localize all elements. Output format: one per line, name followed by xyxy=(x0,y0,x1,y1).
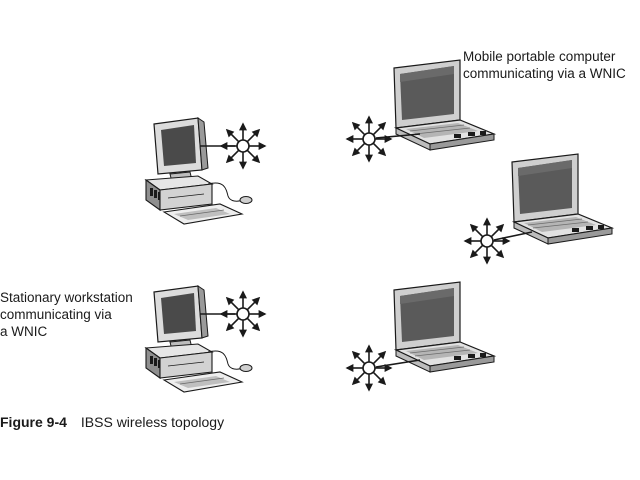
wnic-broadcast-icon xyxy=(221,124,265,168)
mobile-computer-label: Mobile portable computer communicating v… xyxy=(463,49,626,81)
wnic-broadcast-icon xyxy=(347,346,391,390)
wnic-broadcast-icon xyxy=(347,117,391,161)
stationary-workstation-label: Stationary workstation communicating via… xyxy=(0,290,133,339)
laptop-2 xyxy=(465,153,613,263)
laptop-3 xyxy=(347,281,495,390)
wnic-broadcast-icon xyxy=(465,219,509,263)
figure-title: IBSS wireless topology xyxy=(80,414,225,430)
wnic-broadcast-icon xyxy=(221,292,265,336)
workstation-1 xyxy=(145,117,265,225)
figure-caption: Figure 9-4 IBSS wireless topology xyxy=(0,414,224,430)
laptop-1 xyxy=(347,59,495,161)
figure-number: Figure 9-4 xyxy=(0,414,67,430)
workstation-2 xyxy=(145,285,265,393)
